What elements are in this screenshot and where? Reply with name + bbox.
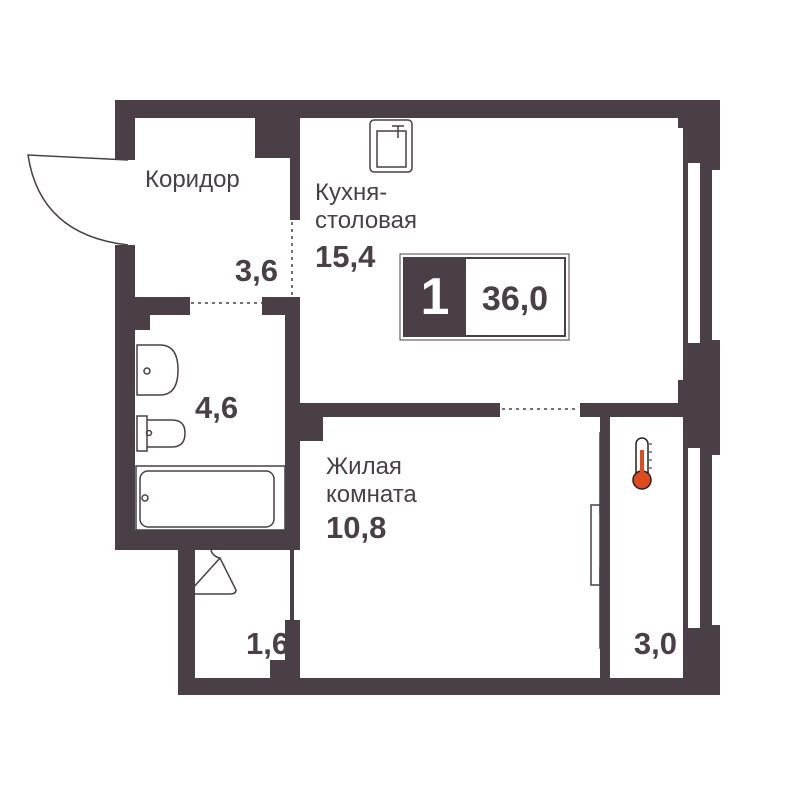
entrance-door[interactable] <box>27 154 129 246</box>
window <box>688 448 700 628</box>
loggia-door-panel[interactable] <box>599 432 609 514</box>
room-bathroom[interactable] <box>135 315 285 530</box>
corridor-name: Коридор <box>145 166 240 193</box>
corridor-kitchen-opening <box>288 220 302 297</box>
hanger-icon <box>190 546 237 595</box>
wardrobe-area: 1,6 <box>246 626 289 661</box>
kitchen-area: 15,4 <box>315 239 376 274</box>
corridor-bath-opening <box>190 295 262 317</box>
window <box>712 170 720 340</box>
corridor-area: 3,6 <box>235 253 278 288</box>
living-area: 10,8 <box>326 510 386 545</box>
living-name-1: Жилая <box>326 453 402 480</box>
sink-icon <box>369 119 413 173</box>
kitchen-name-1: Кухня- <box>315 179 387 206</box>
toilet-icon <box>136 415 186 452</box>
room-count: 1 <box>421 268 450 326</box>
living-name-2: комната <box>326 481 417 508</box>
washbasin-icon <box>136 344 179 396</box>
bathtub-icon <box>135 465 286 531</box>
wardrobe-living-opening <box>294 550 302 620</box>
kitchen-name-2: столовая <box>315 207 417 234</box>
thermometer-icon <box>632 437 652 490</box>
loggia-door-panel[interactable] <box>590 504 601 586</box>
room-corridor[interactable] <box>135 118 290 297</box>
total-area: 36,0 <box>482 280 548 318</box>
window <box>688 163 700 343</box>
loggia-door-panel[interactable] <box>599 567 609 649</box>
window <box>712 455 720 625</box>
bathroom-area: 4,6 <box>195 390 238 425</box>
loggia-area: 3,0 <box>634 626 677 661</box>
room-wardrobe[interactable] <box>195 550 290 678</box>
entrance-opening <box>112 160 138 245</box>
room-living[interactable] <box>300 417 600 678</box>
apartment-summary-badge: 1 36,0 <box>399 253 570 341</box>
